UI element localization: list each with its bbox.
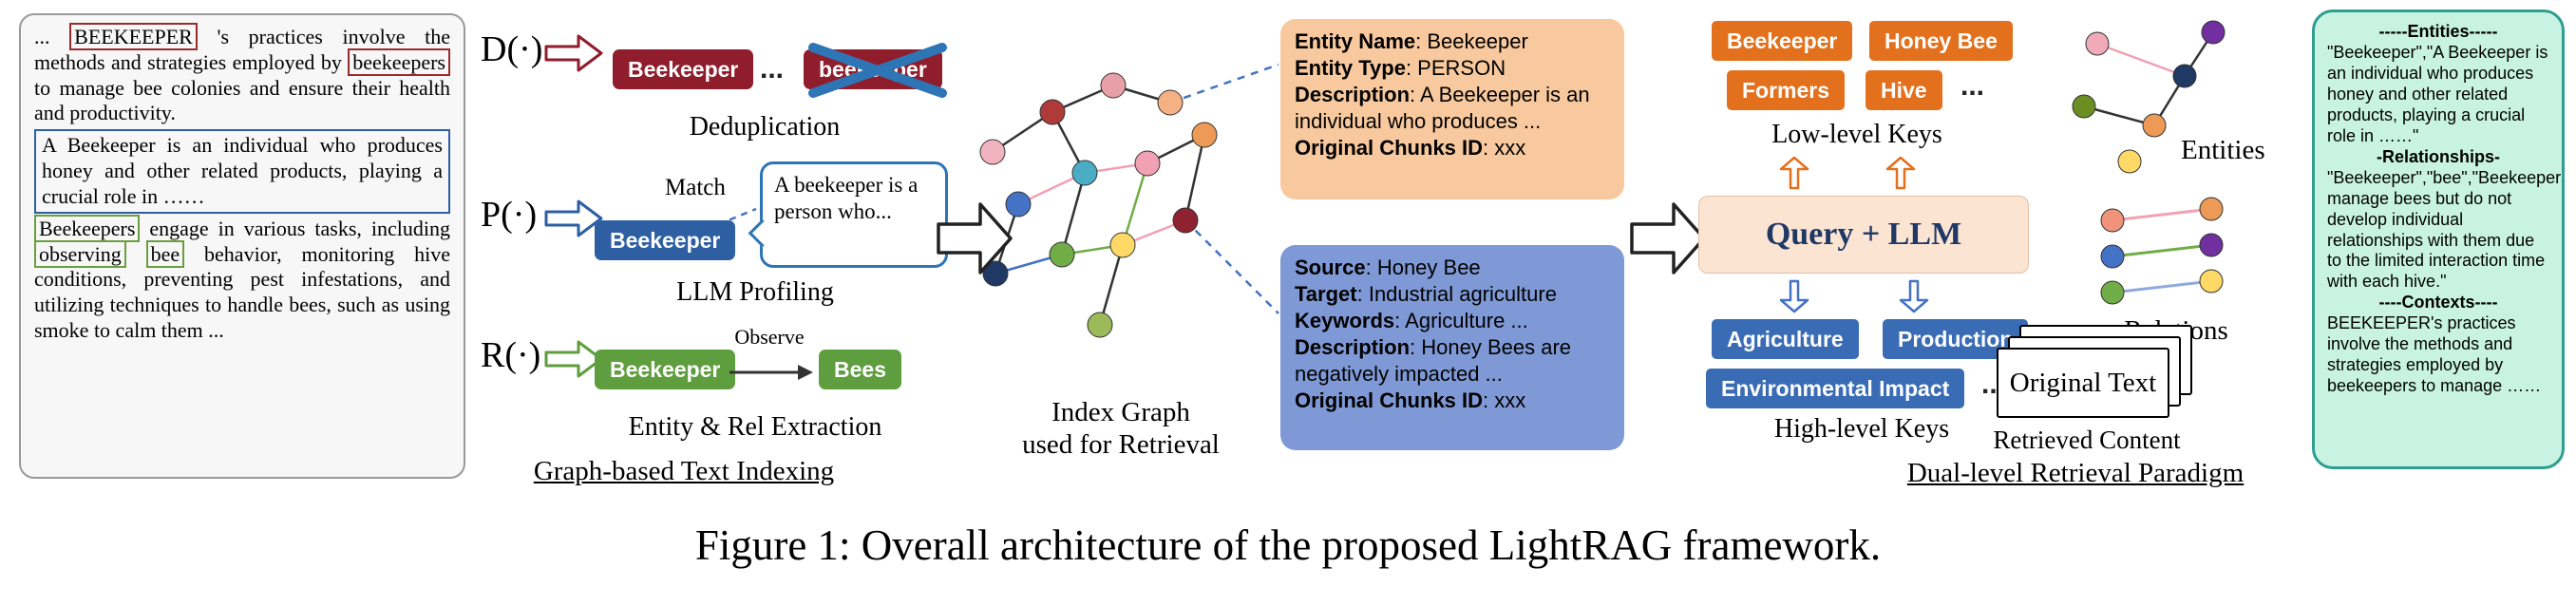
relation-highlight-observing: observing [34,239,126,268]
field-label: Target [1295,281,1357,306]
entity-rel-extraction-label: Entity & Rel Extraction [628,412,882,442]
dedup-ellipsis: ... [760,53,785,85]
entity-highlight-bee: bee [145,239,185,268]
description-highlight-box: A Beekeeper is an individual who produce… [34,129,450,214]
field-label: Entity Type [1295,55,1406,80]
relationships-section-header: -Relationships- [2376,146,2500,166]
retrieved-entities-graph [2072,20,2226,174]
low-level-key-chip: Formers [1727,70,1846,110]
index-graph-label-line2: used for Retrieval [1022,429,1220,460]
field-value: : PERSON [1405,55,1506,80]
entities-label: Entities [2181,135,2265,165]
entity-highlight-beekeeper: BEEKEEPER [69,23,198,50]
up-arrow-icon [1779,156,1809,190]
extracted-entity-chip-2: Bees [819,350,901,389]
profiled-entity-chip: Beekeeper [595,220,736,260]
source-paragraph-2: Beekeepers engage in various tasks, incl… [34,214,451,344]
card-row: Original Chunks ID: xxx [1295,135,1610,161]
low-level-key-chip: Hive [1866,70,1942,110]
low-level-key-chip: Beekeeper [1712,21,1853,61]
deduplication-label: Deduplication [689,112,841,142]
card-row: Entity Type: PERSON [1295,55,1610,82]
card-row: Entity Name: Beekeeper [1295,28,1610,55]
field-value: : xxx [1483,135,1526,160]
card-row: Description: Honey Bees are negatively i… [1295,334,1610,388]
down-arrow-icon [1779,279,1809,313]
card-row: Description: A Beekeeper is an individua… [1295,82,1610,135]
high-level-keys-label: High-level Keys [1773,414,1950,444]
index-graph [979,63,1279,338]
field-label: Source [1295,256,1366,279]
low-level-keys-label: Low-level Keys [1771,120,1942,149]
field-label: Original Chunks ID [1295,135,1484,160]
dedup-arrow-icon [544,34,603,72]
extract-arrow-icon [544,340,603,378]
extract-operator-label: R(·) [481,335,541,375]
original-text-page: Original Text [1997,348,2169,418]
dedup-entity-chip-1: Beekeeper [613,49,754,89]
index-graph-label-line1: Index Graph [1051,397,1190,427]
relation-edge-label: Observe [734,325,805,349]
relation-edge-arrow-icon [729,365,813,380]
field-label: Description [1295,334,1411,359]
high-level-key-chip: Environmental Impact [1706,369,1965,408]
field-value: : Beekeeper [1415,29,1528,53]
low-level-keys-ellipsis: ... [1960,70,1985,102]
source-text: engage in various tasks, including [140,216,450,240]
retrieved-relations-graph [2100,197,2224,305]
field-value: : Honey Bees are negatively impacted ... [1295,334,1572,386]
source-paragraph-1: ... BEEKEEPER 's practices involve the m… [34,23,451,126]
dual-level-retrieval-paradigm-label: Dual-level Retrieval Paradigm [1906,458,2245,488]
duplicate-cross-out-icon [808,43,947,98]
match-label: Match [665,175,726,200]
profile-arrow-icon [544,199,603,237]
field-value: : Industrial agriculture [1356,281,1557,306]
flow-arrow-1-icon [937,202,1013,275]
figure-caption: Figure 1: Overall architecture of the pr… [694,521,1882,569]
high-level-key-chip: Agriculture [1712,319,1859,359]
field-value: : Agriculture ... [1394,308,1528,332]
card-row: Source: Honey Bee [1295,255,1610,281]
llm-profiling-label: LLM Profiling [676,277,834,307]
retrieved-content-label: Retrieved Content [1993,426,2181,454]
card-row: Keywords: Agriculture ... [1295,308,1610,334]
field-value: : Honey Bee [1365,256,1481,279]
source-text-panel: ... BEEKEEPER 's practices involve the m… [19,13,465,479]
contexts-section-text: BEEKEEPER's practices involve the method… [2327,313,2542,396]
up-arrow-icon [1885,156,1916,190]
relationships-section-text: "Beekeeper","bee","Beekeepers manage bee… [2327,167,2565,292]
flow-arrow-2-icon [1630,202,1706,275]
relation-key-value-card: Source: Honey Bee Target: Industrial agr… [1280,245,1624,450]
field-label: Original Chunks ID [1295,388,1484,412]
card-row: Original Chunks ID: xxx [1295,388,1610,414]
extracted-entity-chip: Beekeeper [595,350,736,389]
card-row: Target: Industrial agriculture [1295,281,1610,308]
entities-section-header: -----Entities----- [2378,22,2498,41]
source-text [126,242,146,266]
field-label: Description [1295,82,1411,106]
field-value: : A Beekeeper is an individual who produ… [1295,82,1590,133]
entity-key-value-card: Entity Name: Beekeeper Entity Type: PERS… [1280,19,1624,199]
source-text: ... [34,25,70,48]
source-text: to manage bee colonies and ensure their … [34,75,450,125]
field-value: : xxx [1483,388,1526,412]
entities-section-text: "Beekeeper","A Beekeeper is an individua… [2327,42,2548,145]
field-label: Keywords [1295,308,1395,332]
retrieved-output-card: -----Entities----- "Beekeeper","A Beekee… [2312,9,2565,469]
source-text: behavior, monitoring hive conditions, pr… [34,241,451,343]
field-label: Entity Name [1295,29,1416,53]
source-text: 's practices involve the methods and str… [34,25,451,74]
profile-speech-bubble: A beekeeper is a person who... [760,161,948,268]
dedup-operator-label: D(·) [481,29,543,69]
profile-operator-label: P(·) [481,195,538,235]
contexts-section-header: ----Contexts---- [2378,293,2498,312]
query-llm-box: Query + LLM [1698,196,2029,274]
entity-highlight-beekeepers-2: Beekeepers [34,214,141,242]
down-arrow-icon [1899,279,1929,313]
entity-highlight-beekeepers: beekeepers [348,47,450,76]
graph-based-text-indexing-label: Graph-based Text Indexing [533,456,835,486]
low-level-key-chip: Honey Bee [1869,21,2013,61]
